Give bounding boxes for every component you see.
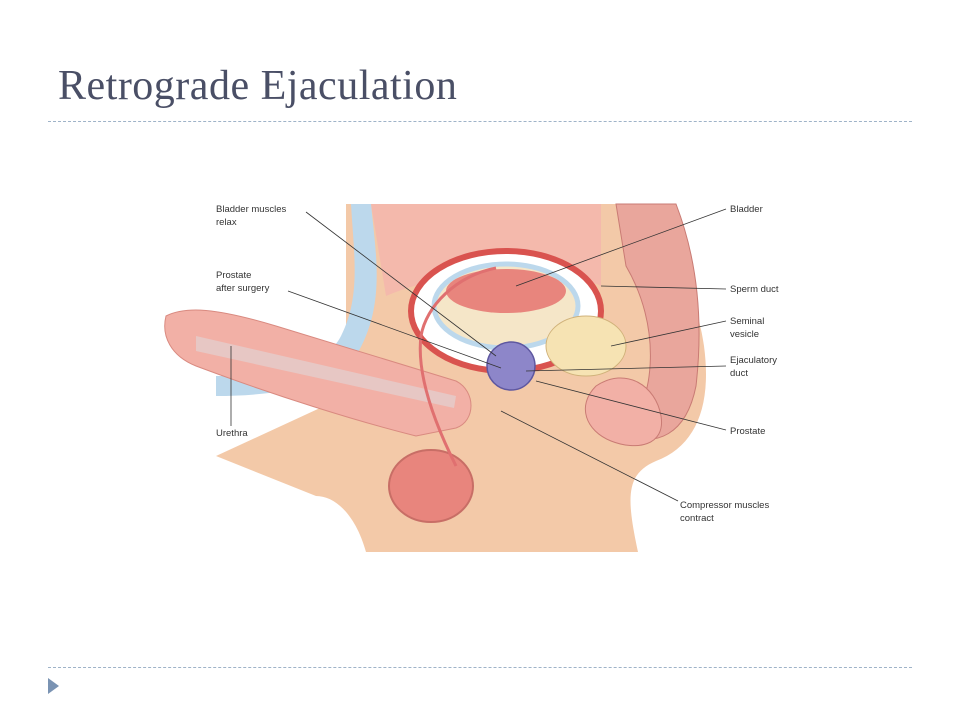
rectum [584, 377, 662, 447]
label-seminal-vesicle: Seminal vesicle [730, 316, 767, 340]
anatomy-illustration: Bladder muscles relax Prostate after sur… [164, 203, 780, 552]
label-bladder-muscles: Bladder muscles relax [216, 204, 289, 228]
label-bladder: Bladder [730, 204, 763, 215]
label-urethra: Urethra [216, 428, 248, 439]
slide-bullet-icon [48, 678, 59, 694]
anatomy-diagram: Bladder muscles relax Prostate after sur… [156, 196, 806, 552]
prostate-shape [486, 341, 536, 391]
label-prostate: Prostate [730, 426, 765, 437]
urethra-channel [196, 336, 456, 408]
slide-title: Retrograde Ejaculation [58, 63, 458, 109]
title-divider [48, 121, 912, 122]
leader-lines [230, 208, 727, 502]
label-sperm-duct: Sperm duct [730, 284, 779, 295]
label-prostate-after-surgery: Prostate after surgery [216, 270, 270, 294]
label-ejaculatory-duct: Ejaculatory duct [730, 355, 780, 379]
footer-divider [48, 667, 912, 668]
label-compressor-muscles: Compressor muscles contract [680, 500, 772, 524]
seminal-vesicle-shape [545, 315, 627, 377]
sperm-duct-path [418, 266, 497, 467]
sacrum [615, 203, 700, 440]
bladder-fill [446, 269, 566, 313]
testis-shape [388, 449, 474, 523]
